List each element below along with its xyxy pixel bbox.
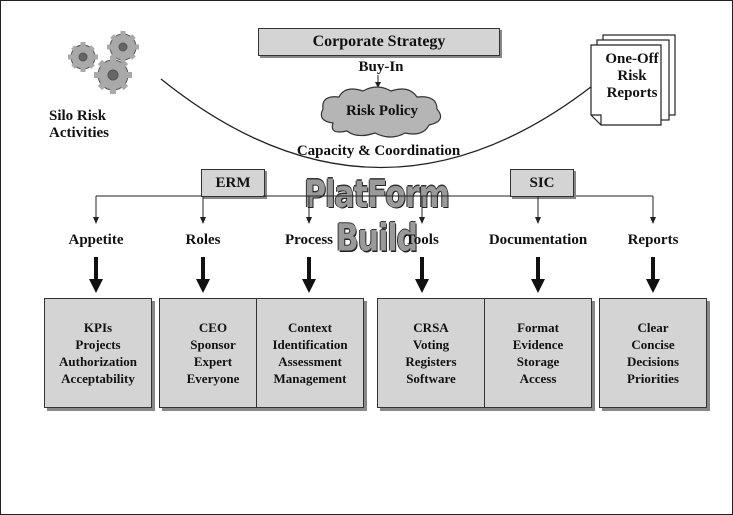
thick-arrowhead <box>646 279 660 293</box>
column-box-item: Acceptability <box>61 371 135 386</box>
erm-tag: ERM <box>201 169 265 197</box>
thick-arrow-shaft <box>201 257 205 281</box>
gears-icon <box>68 31 139 94</box>
column-label: Reports <box>627 232 679 248</box>
column-label: Process <box>284 232 334 248</box>
column-box-item: Everyone <box>186 371 240 386</box>
column-box-item: Access <box>519 371 557 386</box>
thick-arrowhead <box>89 279 103 293</box>
thin-arrowhead <box>650 217 656 224</box>
column-box-item: Concise <box>631 337 675 352</box>
thick-arrowhead <box>531 279 545 293</box>
capacity-coordination-label: Capacity & Coordination <box>296 143 461 159</box>
column-box-item: Management <box>273 371 347 386</box>
column-box-item: Priorities <box>627 371 679 386</box>
column-box-item: Registers <box>405 354 457 369</box>
column-label: Documentation <box>488 232 588 248</box>
thin-arrowhead <box>306 217 312 224</box>
sic-tag: SIC <box>510 169 574 197</box>
column-label: Roles <box>185 232 221 248</box>
thick-arrow-shaft <box>651 257 655 281</box>
column-box-item: KPIs <box>83 320 113 335</box>
column-box-item: Authorization <box>59 354 137 369</box>
thick-arrowhead <box>302 279 316 293</box>
column-box-item: Decisions <box>627 354 679 369</box>
platform-build-title: PlatForm Build <box>304 173 450 261</box>
column-box-item: Clear <box>637 320 669 335</box>
coordination-curve <box>160 78 602 168</box>
buy-in-label: Buy-In <box>358 59 404 75</box>
column-box-item: CEO <box>198 320 228 335</box>
column-box-item: Identification <box>272 337 348 352</box>
thick-arrowhead <box>196 279 210 293</box>
stacked-documents-icon <box>590 34 676 126</box>
column-box-item: Projects <box>75 337 121 352</box>
thick-arrowhead <box>415 279 429 293</box>
column-label: Tools <box>405 232 439 248</box>
column-box-item: Format <box>517 320 559 335</box>
thin-arrowhead <box>200 217 206 224</box>
column-label: Appetite <box>68 232 124 248</box>
thin-arrowhead <box>419 217 425 224</box>
column-box-item: Evidence <box>512 337 564 352</box>
thick-arrow-shaft <box>420 257 424 281</box>
thin-arrowhead <box>93 217 99 224</box>
column-box-item: Storage <box>516 354 560 369</box>
column-box-item: CRSA <box>413 320 449 335</box>
column-box-item: Sponsor <box>190 337 236 352</box>
column-box-item: Expert <box>193 354 233 369</box>
corporate-strategy-box: Corporate Strategy <box>258 28 500 56</box>
thick-arrow-shaft <box>307 257 311 281</box>
thin-arrowhead <box>535 217 541 224</box>
cloud-icon <box>320 86 442 138</box>
thick-arrow-shaft <box>536 257 540 281</box>
column-box-item: Software <box>406 371 456 386</box>
column-box-item: Voting <box>412 337 450 352</box>
risk-policy-label: Risk Policy <box>345 103 419 119</box>
column-box-item: Context <box>287 320 333 335</box>
thick-arrow-shaft <box>94 257 98 281</box>
column-box-item: Assessment <box>278 354 342 369</box>
